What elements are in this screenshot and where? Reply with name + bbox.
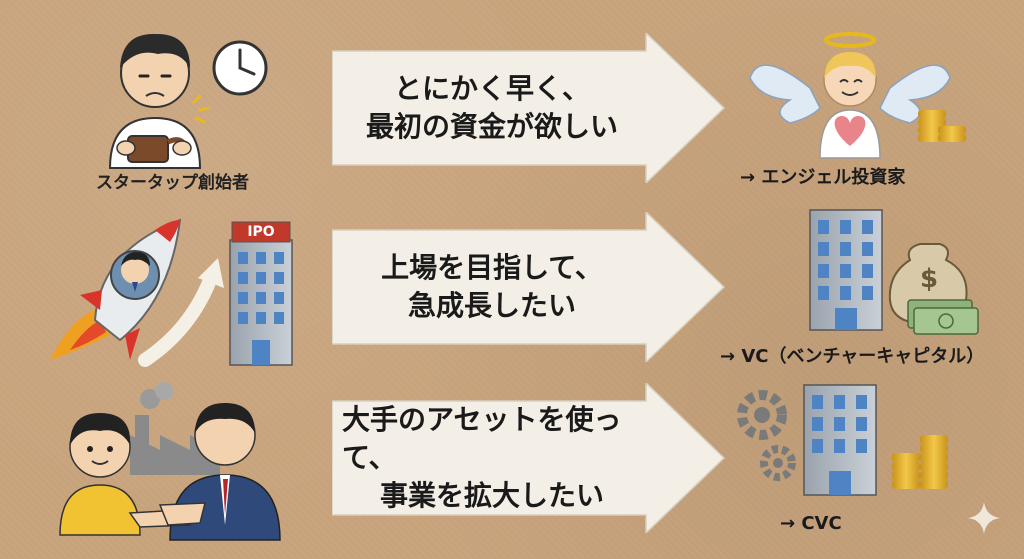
gears-icon xyxy=(737,390,796,481)
row-cvc: 大手のアセットを使って、 事業を拡大したい xyxy=(0,375,1024,555)
cvc-illustration: → CVC xyxy=(720,375,1020,555)
row-angel: スタータップ創始者 とにかく早く、 最初の資金が欲しい xyxy=(0,18,1024,198)
arrow-angel: とにかく早く、 最初の資金が欲しい xyxy=(332,33,732,183)
businessman-icon xyxy=(169,403,281,541)
startup-founder-caption: スタータップ創始者 xyxy=(96,173,249,193)
rocket-founder-icon xyxy=(50,218,182,360)
result-angel-investor: → エンジェル投資家 xyxy=(740,167,906,188)
ipo-illustration: IPO xyxy=(40,200,330,380)
result-vc: → VC（ベンチャーキャピタル） xyxy=(720,346,985,367)
money-bag-icon xyxy=(888,243,979,335)
money-bag-symbol: $ xyxy=(919,264,939,294)
worried-founder-icon xyxy=(108,33,210,169)
arrow-text-line2: 事業を拡大したい xyxy=(379,479,604,512)
result-cvc: → CVC xyxy=(780,513,842,534)
arrow-text-line1: 大手のアセットを使って、 xyxy=(342,403,622,474)
ipo-building-icon xyxy=(229,221,293,366)
row-vc: IPO 上場を目指して、 急成長したい xyxy=(0,200,1024,380)
ipo-sign-label: IPO xyxy=(247,224,275,240)
arrow-vc: 上場を目指して、 急成長したい xyxy=(332,212,732,362)
arrow-cvc: 大手のアセットを使って、 事業を拡大したい xyxy=(332,383,732,533)
vc-illustration: $ → VC（ベンチャーキャピタル） xyxy=(720,200,1020,380)
office-building-icon xyxy=(809,209,883,331)
handshake-icon xyxy=(128,502,206,528)
partnership-illustration xyxy=(40,375,330,555)
corporate-building-icon xyxy=(803,384,877,496)
sparkle-icon xyxy=(968,502,1000,534)
angel-icon xyxy=(749,32,951,159)
arrow-text-line1: とにかく早く、 xyxy=(393,72,590,105)
gold-coins-icon xyxy=(918,110,966,142)
gold-coins-stack-icon xyxy=(892,435,948,489)
casual-founder-icon xyxy=(59,413,141,536)
arrow-text-line1: 上場を目指して、 xyxy=(381,251,603,284)
arrow-text-line2: 最初の資金が欲しい xyxy=(365,110,618,143)
arrow-text-line2: 急成長したい xyxy=(407,289,576,322)
startup-founder-illustration: スタータップ創始者 xyxy=(40,18,330,198)
growth-arrow-icon xyxy=(138,258,224,367)
angel-investor-illustration: → エンジェル投資家 xyxy=(720,18,1020,198)
clock-icon xyxy=(212,40,268,96)
